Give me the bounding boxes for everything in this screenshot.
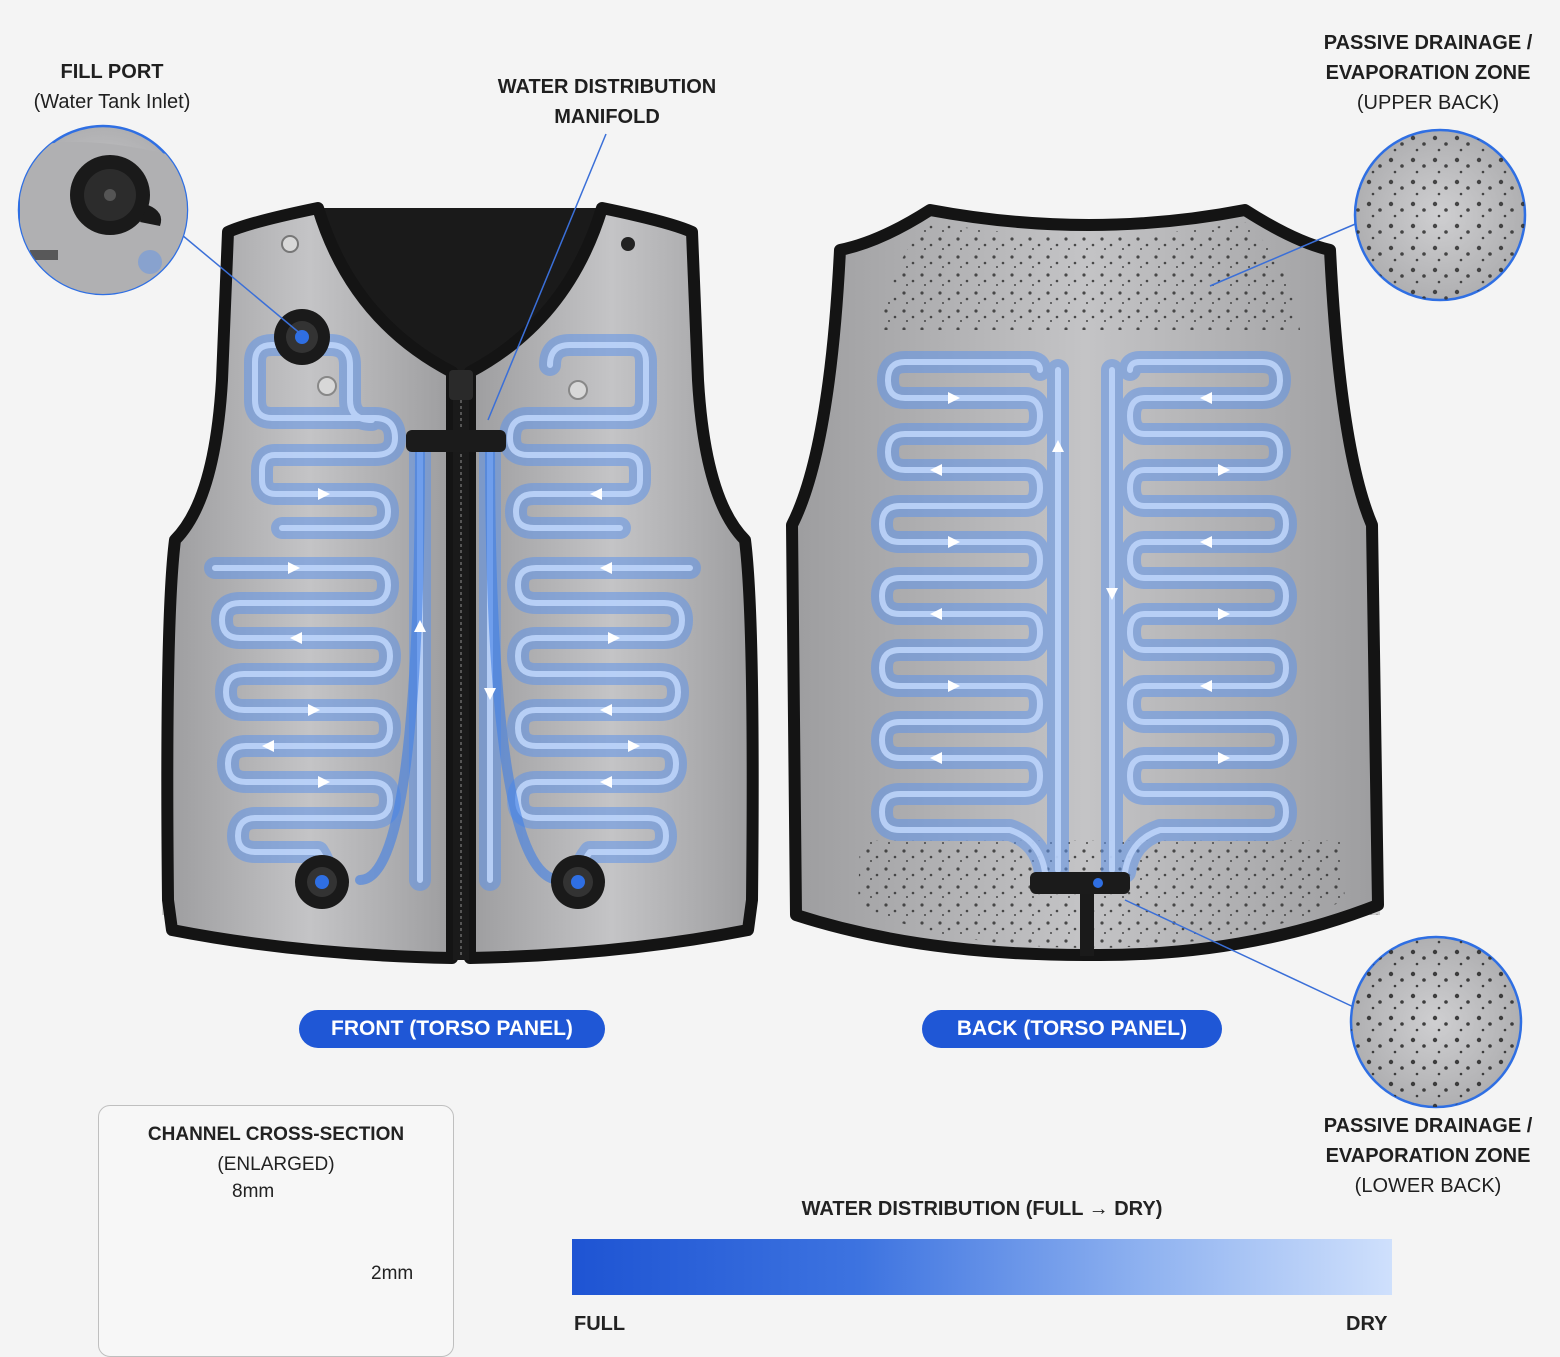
lower-zone-line2: EVAPORATION ZONE: [1325, 1145, 1531, 1167]
water-distribution-gradient-bar: [572, 1239, 1392, 1295]
front-flow-arrows: [262, 488, 640, 788]
back-right-channels: [1101, 351, 1297, 883]
fill-port-callout: FILL PORT (Water Tank Inlet): [20, 57, 204, 117]
back-flow-arrows: [930, 392, 1230, 764]
upper-zone-callout: PASSIVE DRAINAGE / EVAPORATION ZONE (UPP…: [1300, 28, 1556, 118]
front-left-channels: [204, 334, 431, 893]
back-left-channels: [871, 351, 1069, 883]
front-vest: [161, 202, 759, 964]
manifold-callout: WATER DISTRIBUTION MANIFOLD: [470, 72, 744, 132]
upper-back-zoom: [1353, 128, 1527, 302]
manifold-line2: MANIFOLD: [554, 106, 660, 128]
fill-port-subtitle: (Water Tank Inlet): [33, 91, 191, 113]
manifold-line1: WATER DISTRIBUTION: [497, 76, 717, 98]
callout-leaders: [175, 133, 1361, 1011]
front-panel-label: FRONT (TORSO PANEL): [299, 1010, 605, 1048]
lower-zone-line1: PASSIVE DRAINAGE /: [1323, 1115, 1533, 1137]
front-right-channels: [479, 334, 701, 893]
lower-zone-line3: (LOWER BACK): [1354, 1175, 1502, 1197]
fill-port-title: FILL PORT: [60, 61, 164, 83]
front-right-drain-port: [551, 855, 605, 909]
upper-zone-line2: EVAPORATION ZONE: [1325, 62, 1531, 84]
front-left-drain-port: [295, 855, 349, 909]
lower-back-zoom: [1349, 935, 1523, 1109]
width-dimension-label: 8mm: [232, 1181, 275, 1202]
back-panel-label: BACK (TORSO PANEL): [922, 1010, 1222, 1048]
lower-zone-callout: PASSIVE DRAINAGE / EVAPORATION ZONE (LOW…: [1300, 1111, 1556, 1201]
fill-port: [274, 309, 330, 365]
back-manifold: [1030, 872, 1130, 894]
back-vest: [786, 204, 1384, 961]
cross-section-title: CHANNEL CROSS-SECTION (ENLARGED): [99, 1120, 453, 1180]
upper-back-perforations: [880, 222, 1300, 330]
legend-title: WATER DISTRIBUTION (FULL → DRY): [801, 1198, 1163, 1220]
height-dimension-label: 2mm: [371, 1263, 414, 1284]
legend-full-label: FULL: [574, 1313, 626, 1335]
water-distribution-manifold: [406, 430, 506, 452]
zipper-pull: [449, 370, 473, 400]
upper-zone-line1: PASSIVE DRAINAGE /: [1323, 32, 1533, 54]
legend-dry-label: DRY: [1346, 1313, 1388, 1335]
cross-section-title-line1: CHANNEL CROSS-SECTION: [147, 1124, 405, 1145]
fill-port-zoom: [17, 124, 189, 296]
upper-zone-line3: (UPPER BACK): [1356, 92, 1500, 114]
cross-section-box: CHANNEL CROSS-SECTION (ENLARGED): [98, 1105, 454, 1357]
cross-section-title-line2: (ENLARGED): [217, 1154, 335, 1175]
